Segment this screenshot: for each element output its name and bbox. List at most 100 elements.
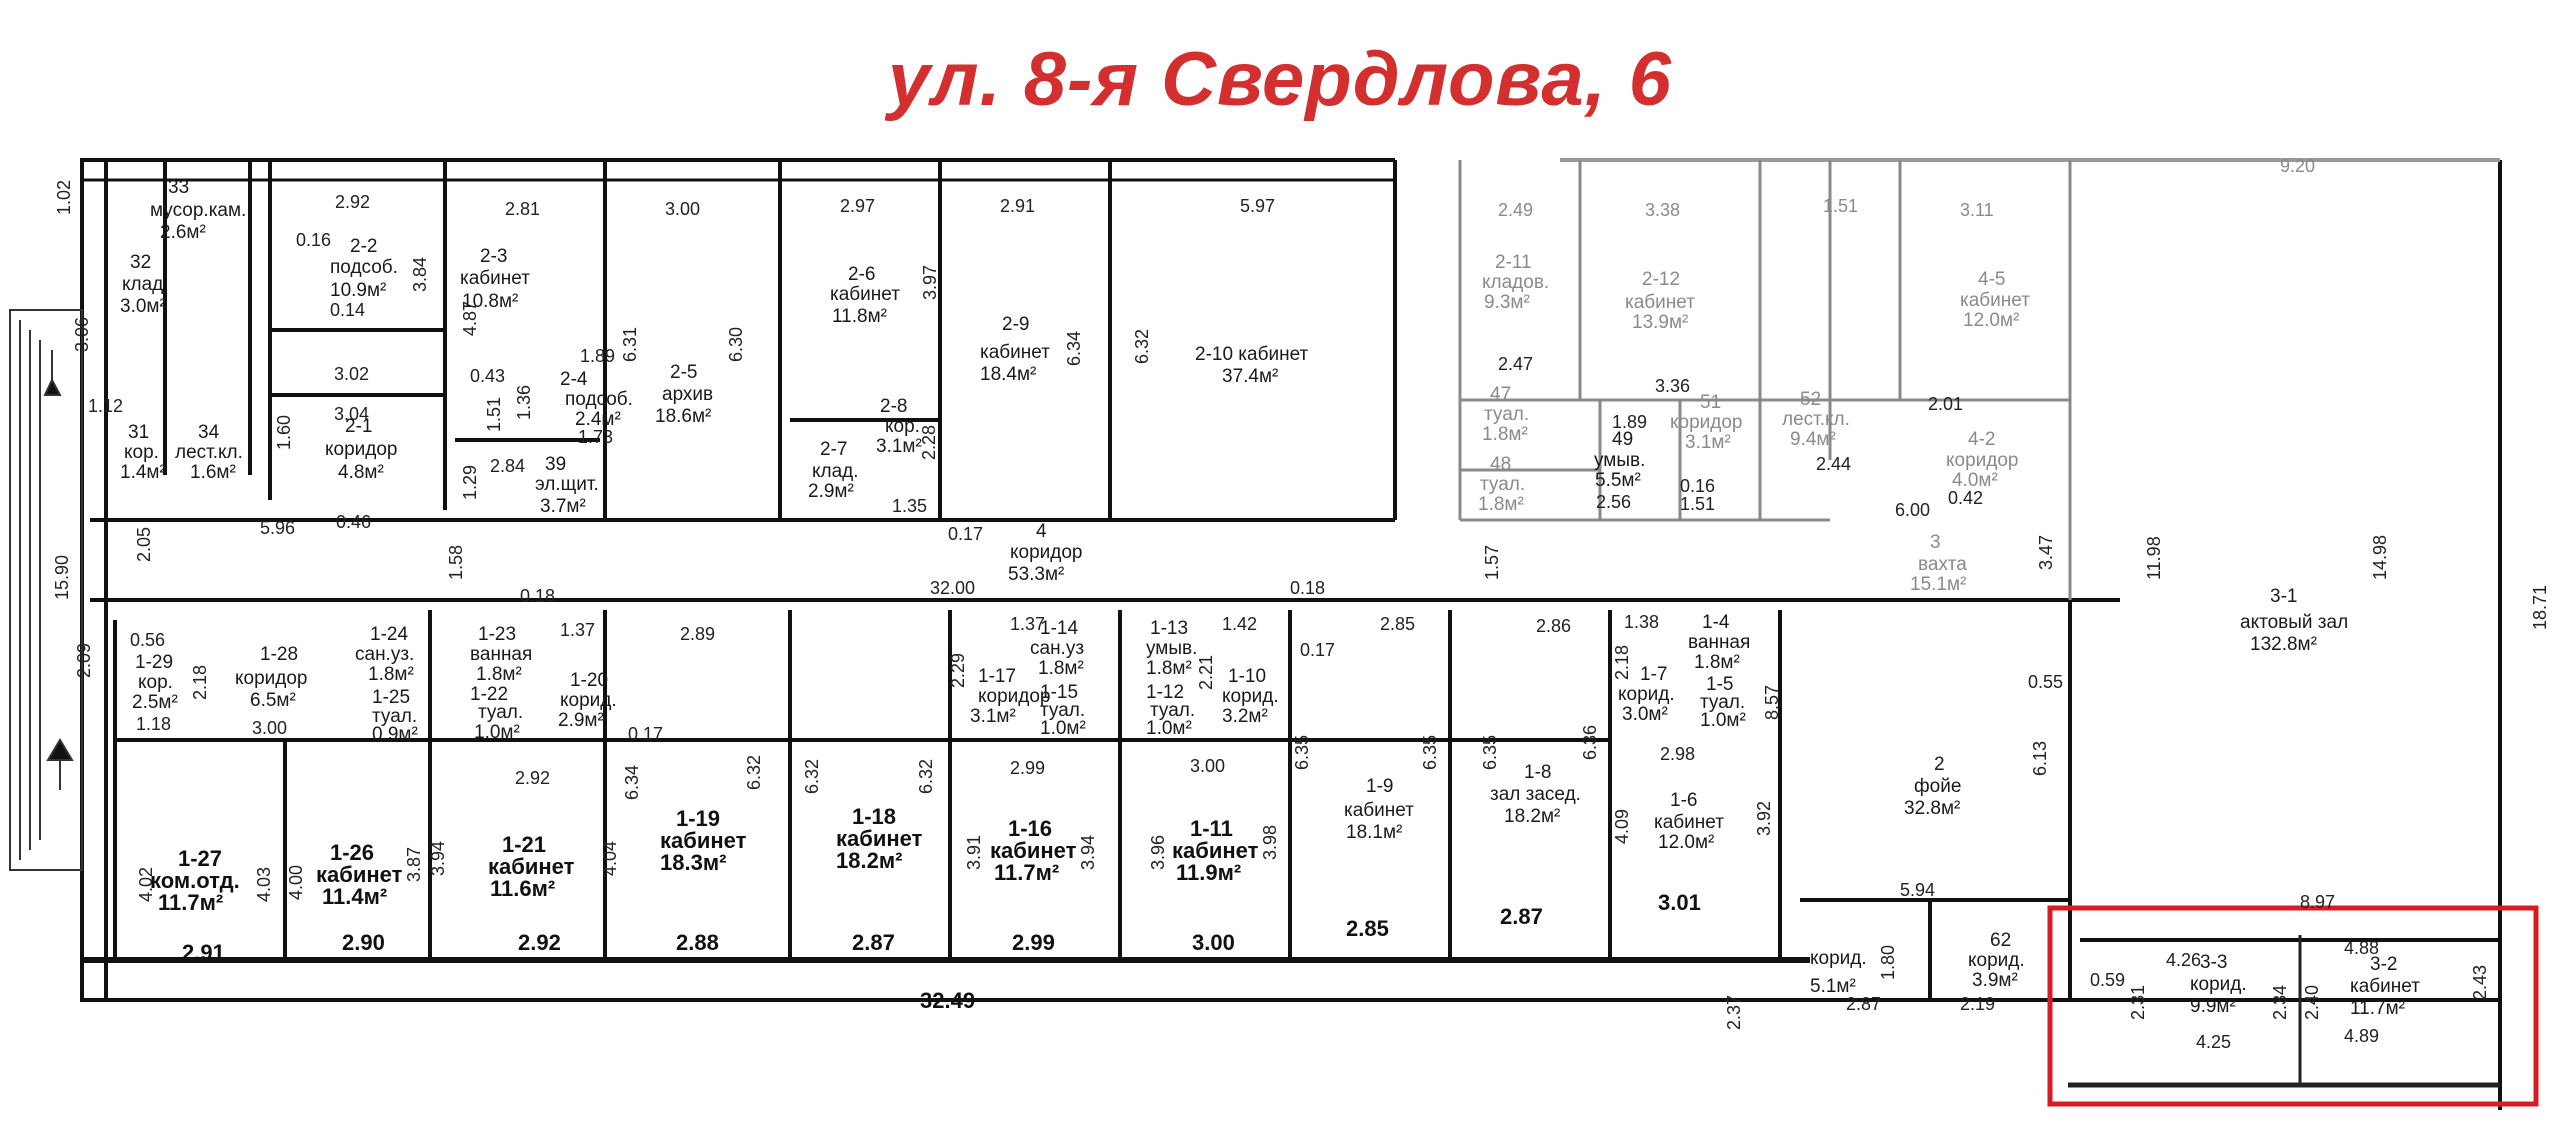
dim: 0.55 — [2028, 672, 2063, 692]
dim: 32.49 — [920, 988, 975, 1013]
dim: 6.34 — [1064, 331, 1084, 366]
dim: 2.21 — [1196, 655, 1216, 690]
dim: 2.88 — [676, 930, 719, 955]
dim: 2.98 — [1660, 744, 1695, 764]
dim: 18.71 — [2530, 585, 2550, 630]
dim: 1.37 — [560, 620, 595, 640]
dim: 0.17 — [628, 724, 663, 744]
dim: 0.18 — [520, 586, 555, 606]
dim: 3.87 — [404, 847, 424, 882]
dim: 6.34 — [622, 765, 642, 800]
dim: 5.94 — [1900, 880, 1935, 900]
dim: 2.18 — [1612, 645, 1632, 680]
dim: 6.31 — [620, 327, 640, 362]
dim: 3.06 — [72, 317, 92, 352]
dim: 2.87 — [1846, 994, 1881, 1014]
plan-title: ул. 8-я Свердлова, 6 — [887, 37, 1673, 122]
room-corridor-5-1: корид.5.1м² — [1810, 948, 1867, 997]
dim: 1.57 — [1482, 545, 1502, 580]
dim: 2.40 — [2302, 985, 2322, 1020]
dim: 6.35 — [1420, 735, 1440, 770]
dim: 4.04 — [600, 841, 620, 876]
dim: 2.85 — [1380, 614, 1415, 634]
dim: 3.84 — [410, 257, 430, 292]
dim: 1.80 — [1878, 945, 1898, 980]
dim: 5.96 — [260, 518, 295, 538]
dim: 0.59 — [2090, 970, 2125, 990]
dim: 4.03 — [254, 867, 274, 902]
dim: 1.60 — [274, 415, 294, 450]
dim: 3.97 — [920, 265, 940, 300]
dim: 3.04 — [334, 404, 369, 424]
dim: 6.32 — [1132, 329, 1152, 364]
dim: 3.02 — [334, 364, 369, 384]
dim: 8.97 — [2300, 892, 2335, 912]
dim: 3.91 — [964, 835, 984, 870]
dim: 6.32 — [744, 755, 764, 790]
dim: 0.43 — [470, 366, 505, 386]
dim: 2.89 — [680, 624, 715, 644]
dim: 1.37 — [1010, 614, 1045, 634]
dim: 2.97 — [840, 196, 875, 216]
dim: 3.36 — [1655, 376, 1690, 396]
dim: 9.20 — [2280, 156, 2315, 176]
walls — [80, 158, 2502, 1110]
dim: 3.47 — [2036, 535, 2056, 570]
dim: 6.13 — [2030, 741, 2050, 776]
dim: 0.17 — [1300, 640, 1335, 660]
dim: 2.09 — [74, 643, 94, 678]
dim: 2.05 — [134, 527, 154, 562]
dim: 3.94 — [428, 841, 448, 876]
dim: 0.46 — [336, 512, 371, 532]
dim: 3.00 — [252, 718, 287, 738]
dim: 0.16 — [1680, 476, 1715, 496]
dim: 0.42 — [1948, 488, 1983, 508]
dim: 6.30 — [726, 327, 746, 362]
dim: 3.96 — [1148, 835, 1168, 870]
dim: 4.26 — [2166, 950, 2201, 970]
dim: 4.89 — [2344, 1026, 2379, 1046]
dim: 3.00 — [1190, 756, 1225, 776]
dim: 2.84 — [490, 456, 525, 476]
dim: 2.91 — [182, 940, 225, 965]
dim: 2.92 — [518, 930, 561, 955]
dim: 2.29 — [948, 653, 968, 688]
dim: 3.92 — [1754, 801, 1774, 836]
dim: 1.51 — [1823, 196, 1858, 216]
dim: 2.85 — [1346, 916, 1389, 941]
dim: 0.14 — [330, 300, 365, 320]
dim: 0.18 — [1290, 578, 1325, 598]
dim: 6.00 — [1895, 500, 1930, 520]
dim: 1.38 — [1624, 612, 1659, 632]
dim: 6.35 — [1292, 735, 1312, 770]
dim: 0.17 — [948, 524, 983, 544]
dim: 2.34 — [2270, 985, 2290, 1020]
dim: 1.89 — [580, 346, 615, 366]
dim: 1.51 — [484, 397, 504, 432]
dim: 1.12 — [88, 396, 123, 416]
dim: 4.87 — [460, 301, 480, 336]
dim: 2.49 — [1498, 200, 1533, 220]
